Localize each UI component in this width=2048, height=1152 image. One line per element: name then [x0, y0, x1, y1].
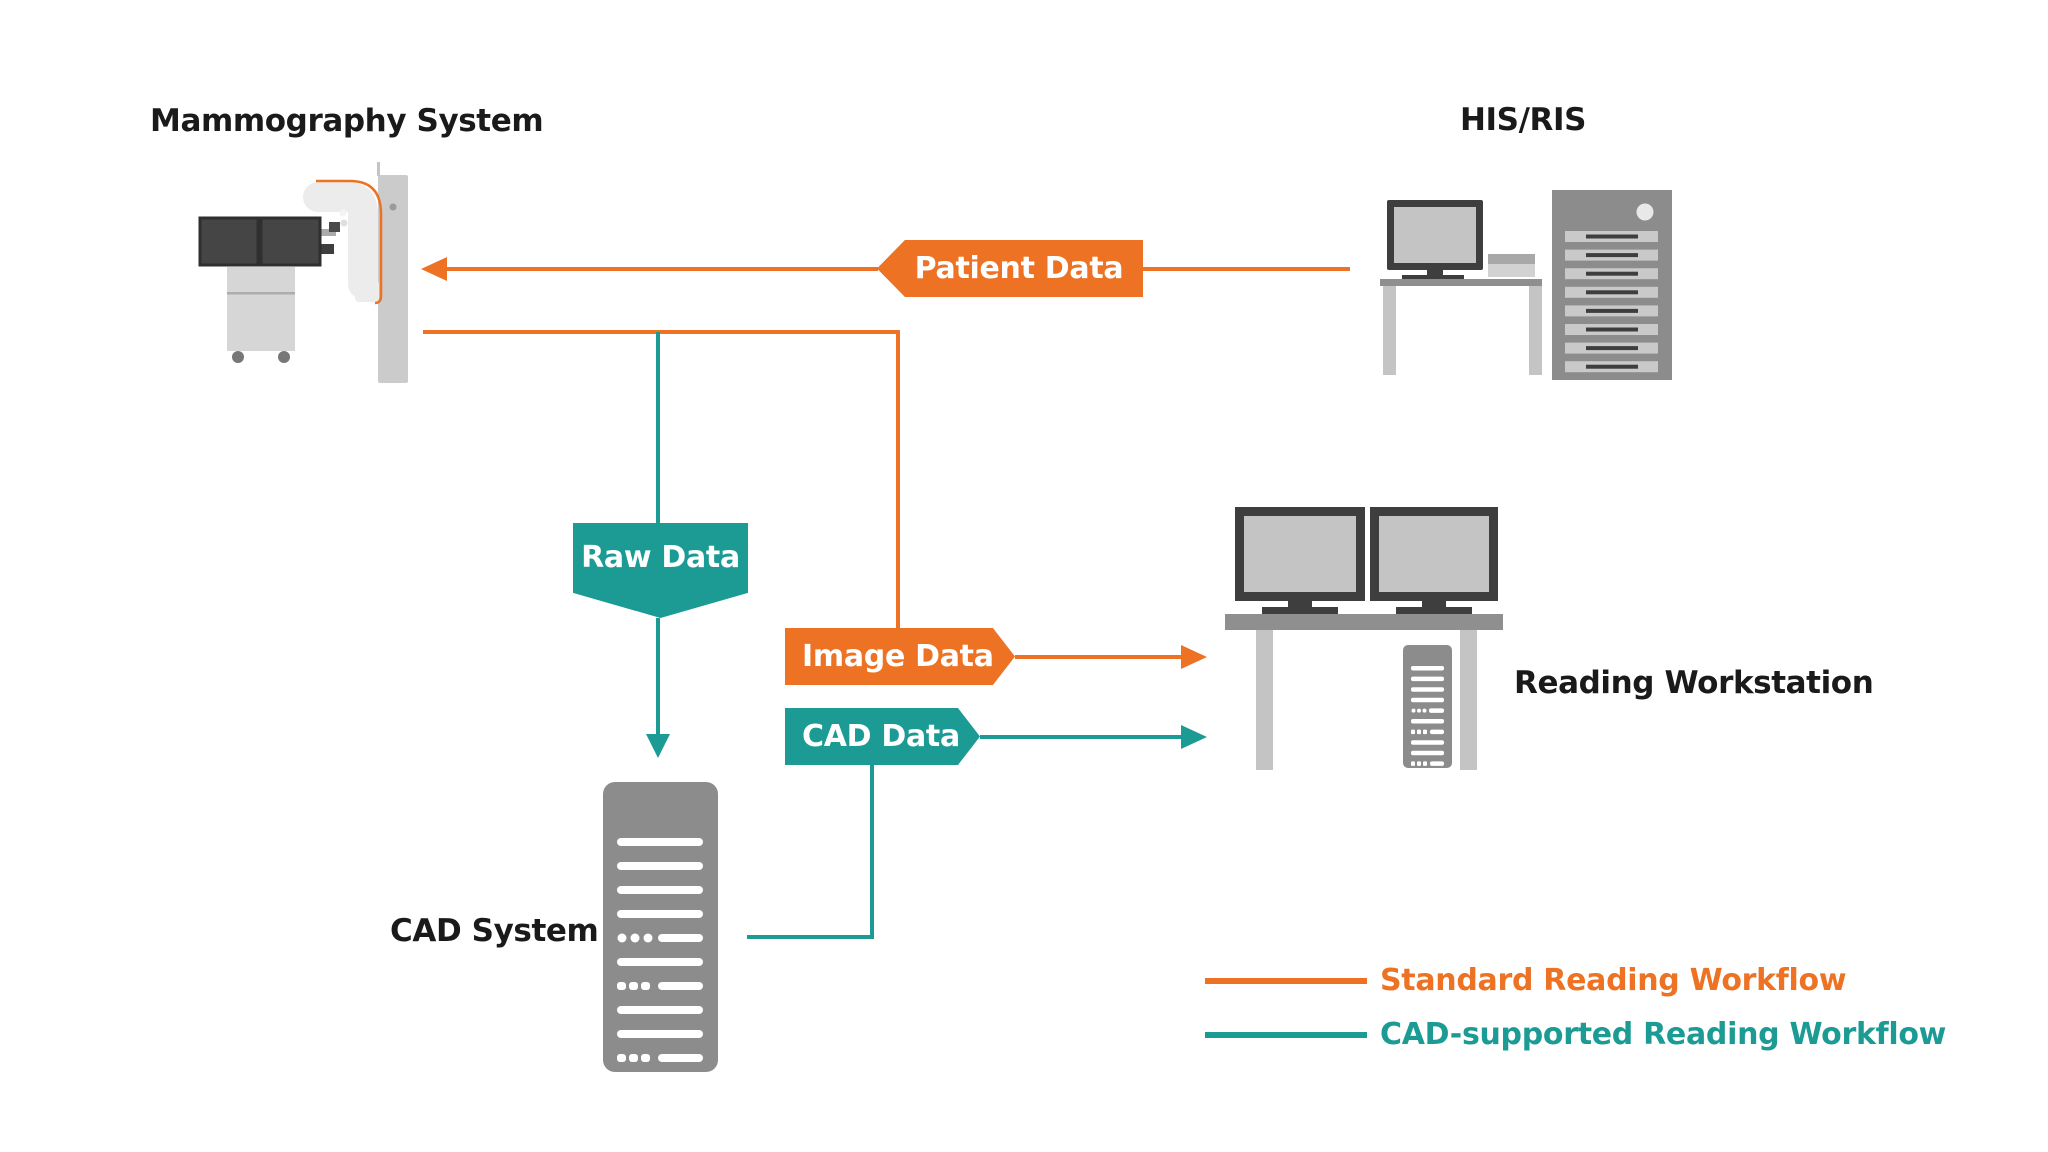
cart-wheel — [278, 351, 290, 363]
cart-wheel — [232, 351, 244, 363]
desk-top — [1225, 614, 1503, 630]
tube-head-detail — [339, 209, 347, 217]
monitor-neck — [1427, 270, 1443, 275]
arrowhead-image-data-icon — [1181, 645, 1207, 669]
image-data-feed-line — [423, 330, 900, 629]
workstation-tower — [1403, 645, 1452, 768]
acquisition-monitor-right — [259, 216, 322, 267]
control-cart — [227, 267, 295, 351]
arrowhead-to-mammography-icon — [421, 257, 447, 281]
detector-plate — [312, 244, 334, 254]
legend-cad-line — [1205, 1032, 1367, 1038]
desk-top — [1380, 279, 1542, 286]
legend-standard-label: Standard Reading Workflow — [1380, 963, 1847, 998]
image-data-banner-label: Image Data — [802, 639, 994, 674]
cart-divider — [227, 292, 295, 295]
drive-bays — [1565, 231, 1658, 373]
raw-data-banner-label: Raw Data — [581, 540, 740, 575]
arrowhead-to-cad-system-icon — [646, 734, 670, 758]
image-data-banner: Image Data — [785, 628, 1015, 685]
tube-head-detail — [340, 219, 348, 227]
cad-data-banner: CAD Data — [785, 708, 980, 765]
patient-data-banner-label: Patient Data — [914, 251, 1124, 286]
desk-leg — [1256, 630, 1273, 770]
c-arm — [303, 182, 378, 299]
desk-leg — [1460, 630, 1477, 770]
power-button — [1636, 203, 1654, 221]
workstation-tower-slots — [1411, 666, 1444, 766]
cad-system-icon — [603, 782, 718, 1072]
monitor-neck — [1288, 601, 1312, 607]
desk-leg — [1529, 286, 1542, 375]
legend-cad-label: CAD-supported Reading Workflow — [1380, 1017, 1947, 1052]
cad-data-banner-label: CAD Data — [802, 719, 960, 754]
desk-leg — [1383, 286, 1396, 375]
c-arm-accent-outline — [316, 179, 383, 305]
his-ris-label: HIS/RIS — [1459, 102, 1587, 138]
his-ris-icon — [1380, 190, 1672, 380]
patient-data-banner: Patient Data — [877, 240, 1143, 297]
reading-workstation-label: Reading Workstation — [1514, 665, 1874, 701]
gantry-knob — [389, 203, 397, 211]
reading-workstation-icon — [1225, 507, 1503, 770]
gantry-rod — [377, 162, 380, 176]
legend-standard-line — [1205, 978, 1367, 984]
compression-paddle-arm — [308, 229, 336, 236]
desktop-screen — [1394, 207, 1476, 263]
reading-screen-left — [1244, 516, 1356, 592]
cad-server-body — [603, 782, 718, 1072]
mammography-machine-icon — [198, 162, 408, 383]
cad-system-output-elbow-line — [747, 765, 874, 939]
keyboard-box-bottom — [1488, 264, 1535, 277]
monitor-base — [1262, 607, 1338, 614]
cad-system-label: CAD System — [390, 913, 599, 949]
compression-handle — [329, 222, 340, 232]
cad-server-slots — [617, 838, 703, 1062]
monitor-base — [1402, 275, 1464, 281]
acquisition-monitor-left — [198, 216, 260, 267]
keyboard-box-top — [1488, 254, 1535, 264]
reading-screen-right — [1379, 516, 1489, 592]
c-arm-base — [355, 280, 379, 302]
arrowhead-cad-data-icon — [1181, 725, 1207, 749]
mammography-system-label: Mammography System — [150, 103, 544, 139]
gantry-column — [378, 175, 408, 383]
monitor-neck — [1422, 601, 1446, 607]
monitor-base — [1396, 607, 1472, 614]
